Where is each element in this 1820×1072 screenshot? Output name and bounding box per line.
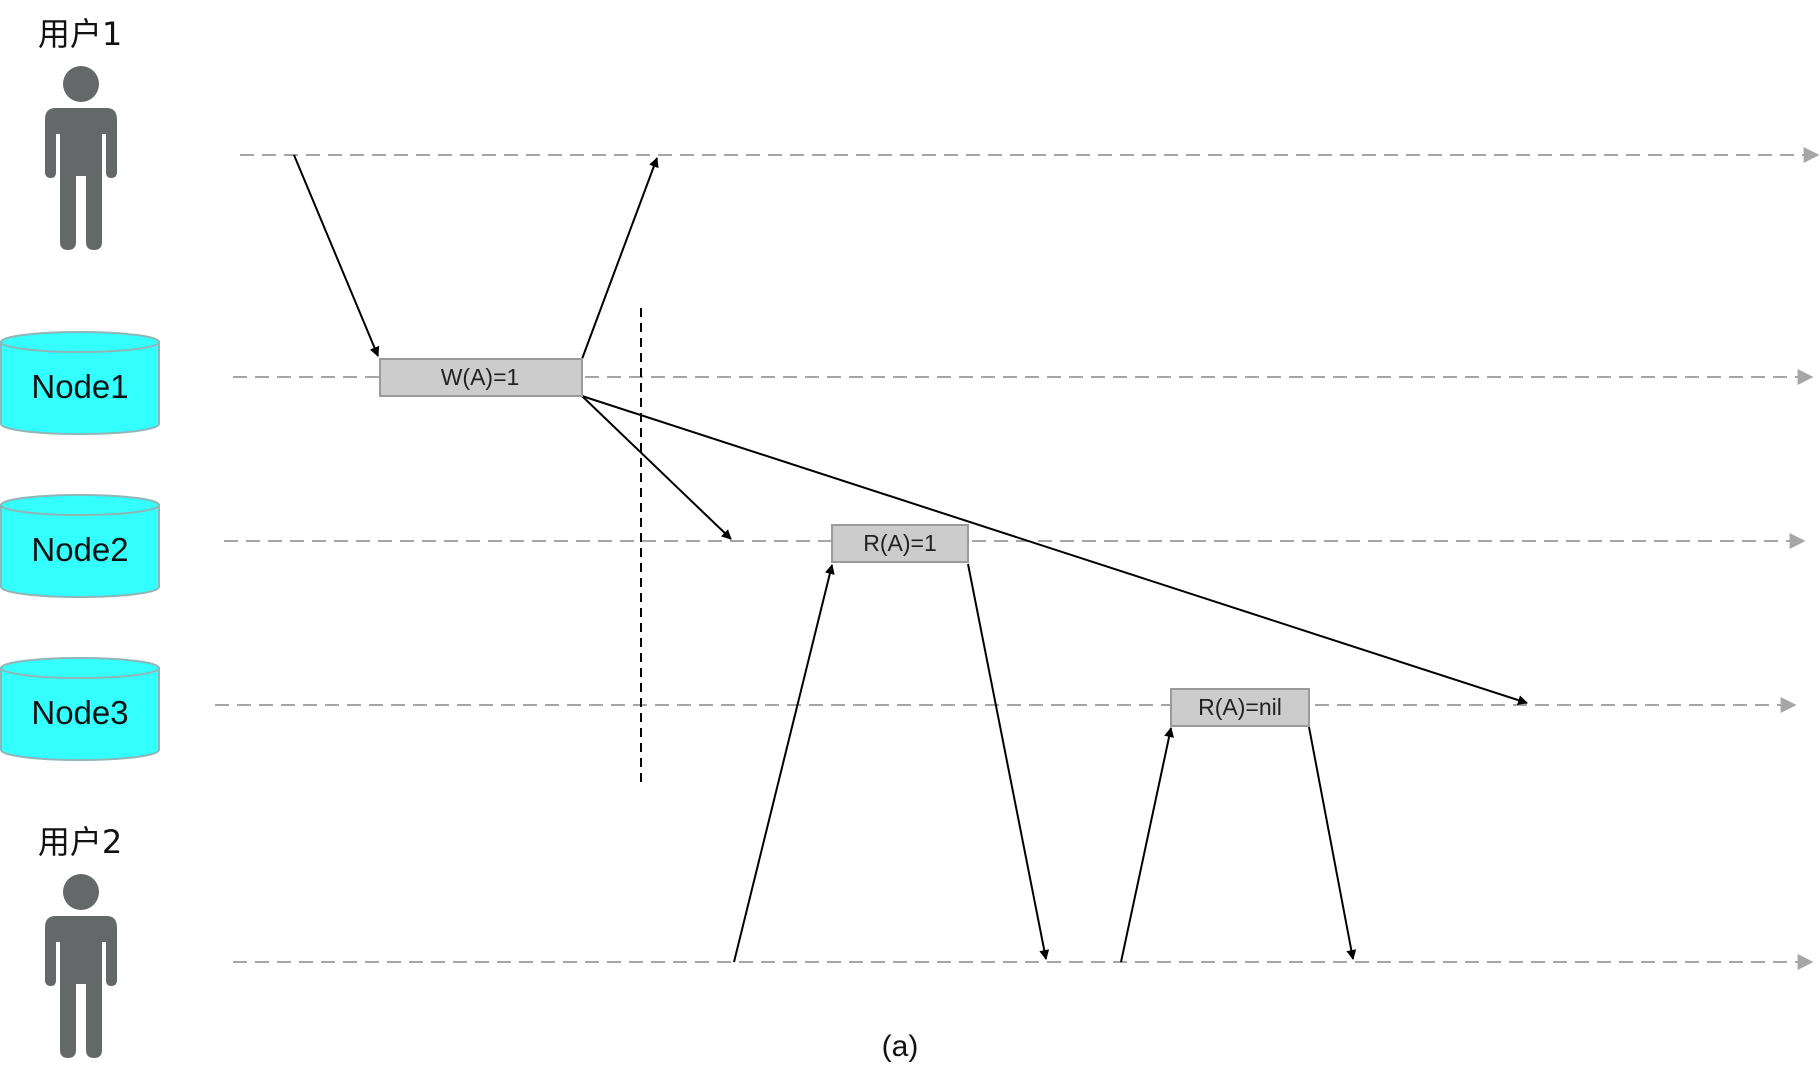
node1-replicate-to-node2-arrow [581,395,732,540]
read-node3-operation-label: R(A)=nil [1198,694,1282,720]
read-node3-operation-box: R(A)=nil [1170,688,1310,727]
node1-database: Node1 [0,331,160,435]
node2-read-response-arrow [967,563,1050,960]
user2-label: 用户2 [38,823,122,861]
node2-label: Node2 [31,531,128,568]
user1-write-ack-arrow [581,157,659,360]
node3-label: Node3 [31,694,128,731]
person-icon [45,66,117,250]
user1-label: 用户1 [38,15,122,53]
node3-read-response-arrow [1308,726,1357,960]
node1-label: Node1 [31,368,128,405]
node3-database: Node3 [0,657,160,761]
user2-read-node3-request-arrow [1120,727,1175,963]
database-cylinder-icon [0,657,160,761]
read-node2-operation-label: R(A)=1 [863,530,937,556]
user2-read-node2-request-arrow [733,564,835,963]
database-cylinder-icon [0,494,160,598]
node2-database: Node2 [0,494,160,598]
person-icon [45,874,117,1058]
figure-caption: (a) [882,1030,919,1063]
database-cylinder-icon [0,331,160,435]
user1-write-request-arrow [293,154,380,357]
node1-replicate-to-node3-arrow [581,395,1528,705]
write-operation-box: W(A)=1 [379,358,583,397]
read-node2-operation-box: R(A)=1 [831,524,969,563]
write-operation-label: W(A)=1 [441,364,520,390]
